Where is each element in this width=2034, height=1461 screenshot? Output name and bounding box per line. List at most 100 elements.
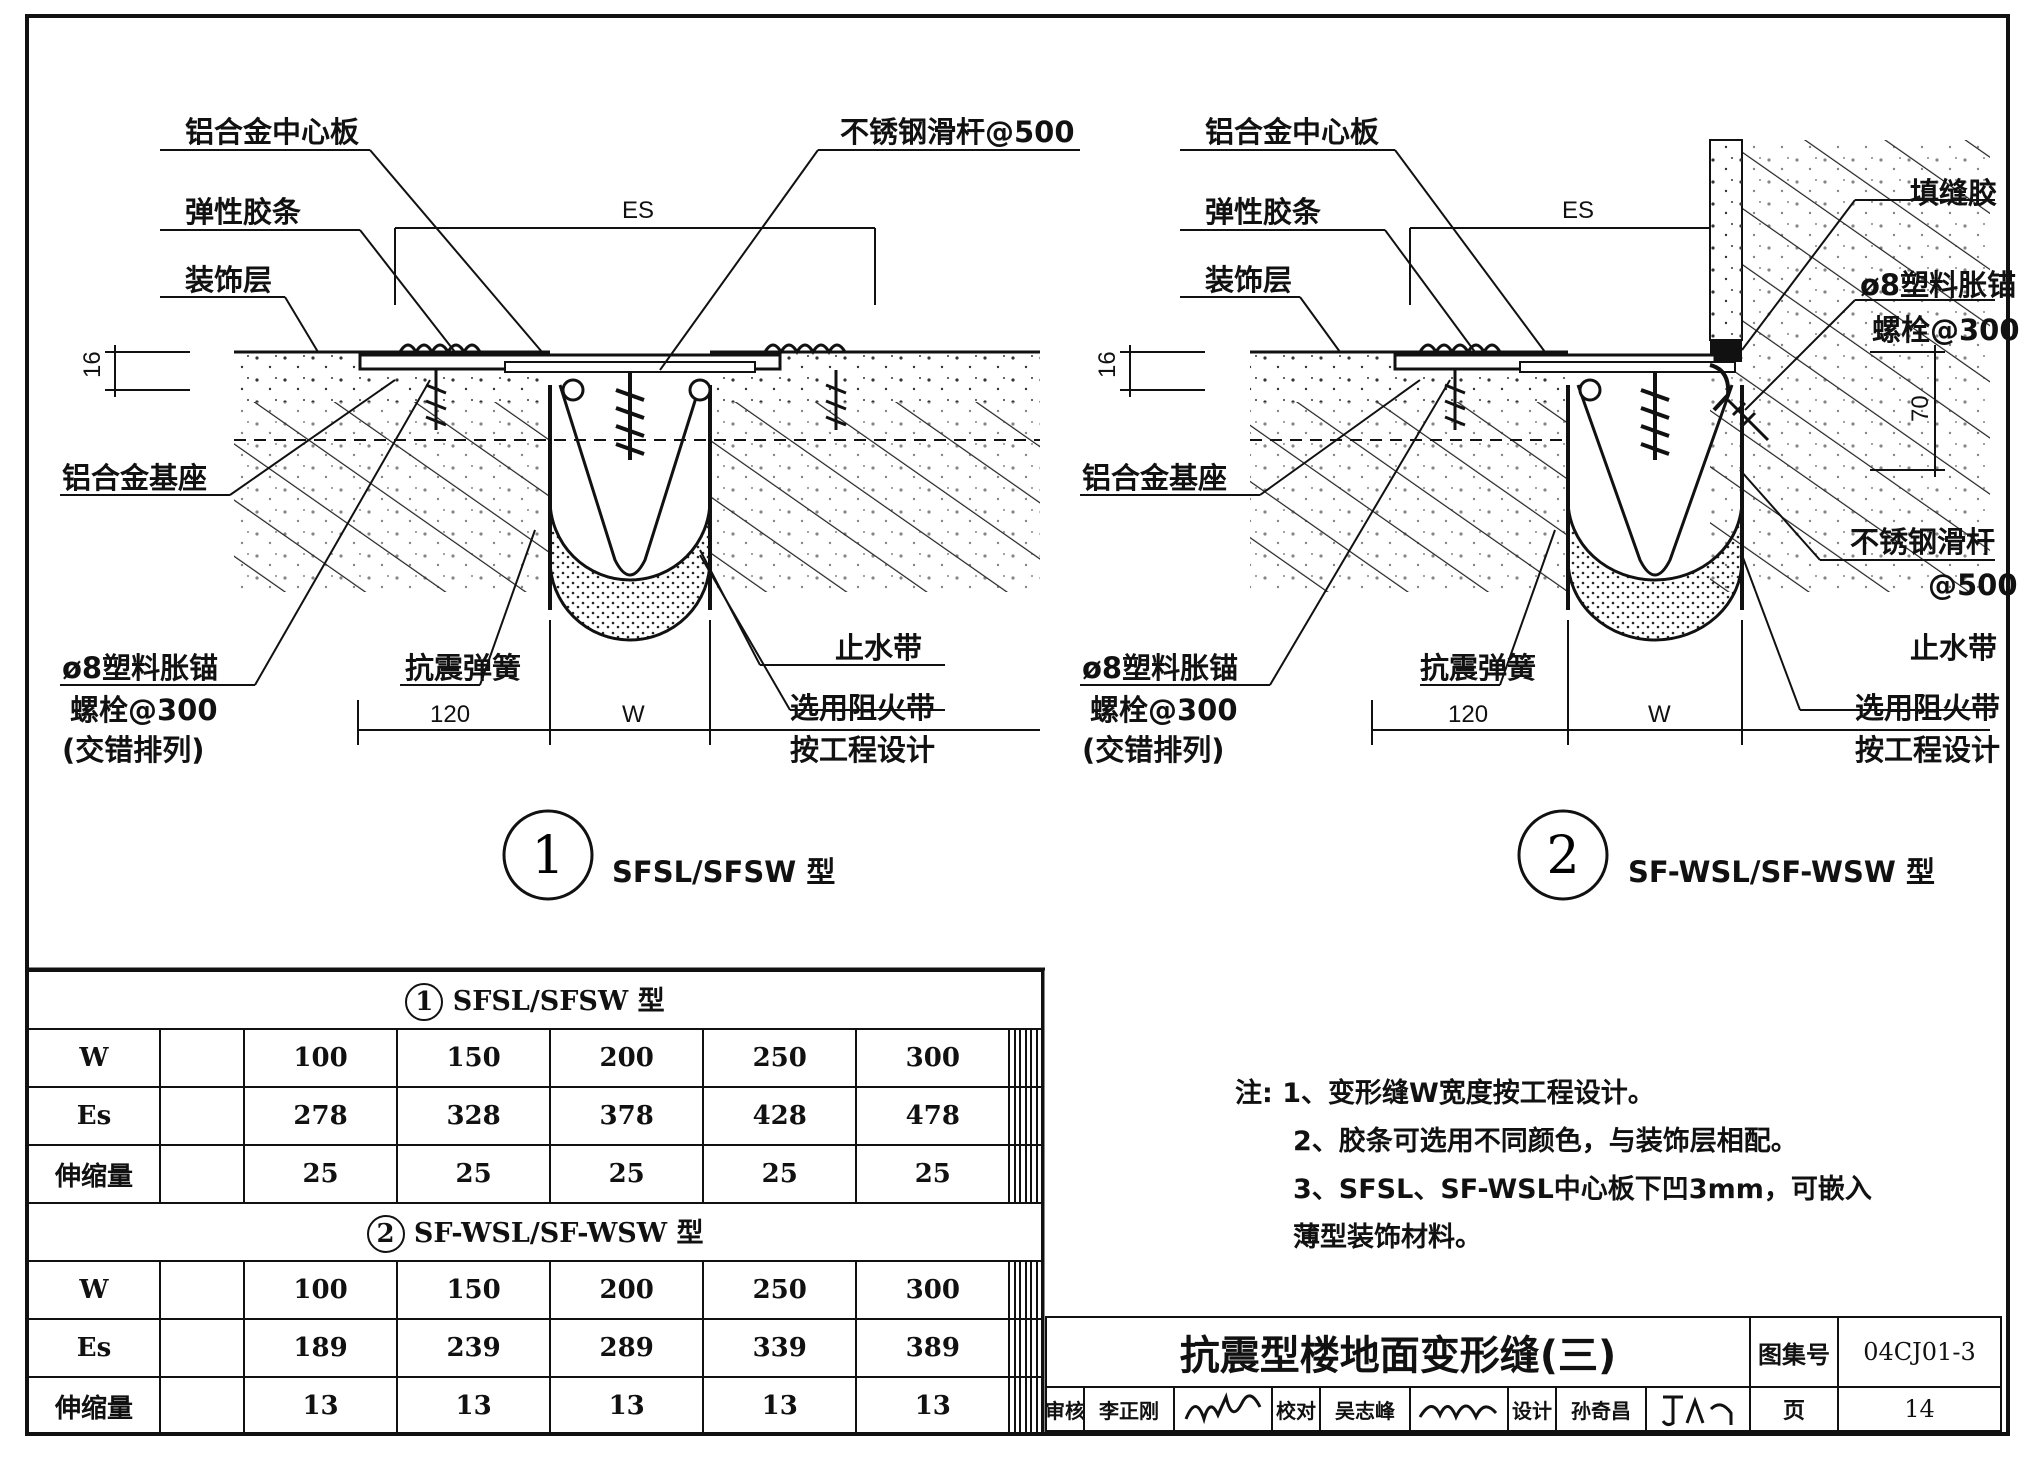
table-row: 伸缩量 25 25 25 25 25 bbox=[27, 1144, 1043, 1204]
cell: 25 bbox=[855, 1144, 1011, 1204]
label-anchor-2-3: (交错排列) bbox=[1082, 733, 1225, 767]
label-anchor-2-1: ø8塑料胀锚 bbox=[1082, 651, 1238, 685]
row-name: 伸缩量 bbox=[27, 1376, 161, 1436]
label-firestop-1: 选用阻火带 bbox=[790, 691, 935, 725]
label-rod-1: 不锈钢滑杆 bbox=[1850, 525, 1995, 559]
signature-scribble bbox=[1184, 1392, 1262, 1425]
cell: 150 bbox=[396, 1028, 552, 1088]
label-sealant: 填缝胶 bbox=[1910, 176, 1997, 210]
table-section-1-header: 1 SFSL/SFSW 型 bbox=[27, 970, 1043, 1030]
cell: 13 bbox=[242, 1376, 399, 1436]
cell: 339 bbox=[702, 1318, 858, 1378]
cell: 250 bbox=[702, 1260, 858, 1320]
row-name: W bbox=[27, 1260, 161, 1320]
label-center-plate: 铝合金中心板 bbox=[185, 115, 360, 149]
cell: 239 bbox=[396, 1318, 552, 1378]
table-section-2-number: 2 bbox=[366, 1215, 405, 1254]
cell: 25 bbox=[549, 1144, 705, 1204]
review-label: 审核 bbox=[1045, 1386, 1085, 1432]
cell: 328 bbox=[396, 1086, 552, 1146]
label-anchor-1: ø8塑料胀锚 bbox=[62, 651, 218, 685]
table-section-1-title: SFSL/SFSW 型 bbox=[452, 985, 665, 1017]
checker-name: 吴志峰 bbox=[1319, 1386, 1411, 1432]
note-1: 注: 1、变形缝W宽度按工程设计。 bbox=[1235, 1078, 1655, 1109]
note-2: 2、胶条可选用不同颜色，与装饰层相配。 bbox=[1293, 1126, 1798, 1157]
table-row: Es 189 239 289 339 389 bbox=[27, 1318, 1043, 1378]
table-section-1-number: 1 bbox=[405, 983, 444, 1022]
label-firestop-2: 按工程设计 bbox=[790, 733, 935, 767]
label-finish-layer: 装饰层 bbox=[185, 263, 272, 297]
label-rod-2: @500 bbox=[1928, 568, 2018, 602]
dim-gap: W bbox=[622, 701, 645, 728]
diagram-2: 铝合金中心板 填缝胶 弹性胶条 装饰层 ø8塑料胀锚 螺栓@300 铝合金基座 … bbox=[1080, 115, 2020, 901]
label-waterstop: 止水带 bbox=[835, 631, 922, 665]
signature-scribble bbox=[1418, 1404, 1498, 1421]
dim-gap-2: W bbox=[1648, 701, 1671, 728]
dim-thickness: 16 bbox=[79, 351, 106, 378]
diagram-1: 铝合金中心板 不锈钢滑杆@500 弹性胶条 装饰层 铝合金基座 ø8塑料胀锚 螺… bbox=[60, 115, 1080, 901]
label-center-plate-2: 铝合金中心板 bbox=[1205, 115, 1380, 149]
designer-name: 孙奇昌 bbox=[1555, 1386, 1647, 1432]
cell: 250 bbox=[702, 1028, 858, 1088]
note-4: 薄型装饰材料。 bbox=[1293, 1222, 1482, 1253]
diagram-2-number-circle bbox=[1517, 809, 1609, 901]
row-name: 伸缩量 bbox=[27, 1144, 161, 1204]
dim-base-width: 120 bbox=[430, 701, 470, 728]
label-firestop-2-1: 选用阻火带 bbox=[1855, 691, 2000, 725]
row-name: Es bbox=[27, 1318, 161, 1378]
row-name: Es bbox=[27, 1086, 161, 1146]
label-elastic-strip-2: 弹性胶条 bbox=[1205, 195, 1321, 229]
cell: 13 bbox=[702, 1376, 858, 1436]
note-3: 3、SFSL、SF-WSL中心板下凹3mm，可嵌入 bbox=[1293, 1174, 1872, 1205]
label-waterstop-2: 止水带 bbox=[1910, 631, 1997, 665]
signature-scribble bbox=[1661, 1395, 1733, 1427]
cell: 100 bbox=[242, 1028, 399, 1088]
title-block: 抗震型楼地面变形缝(三) 图集号 04CJ01-3 审核 李正刚 校对 吴志峰 … bbox=[1045, 1316, 2006, 1432]
diagram-2-type: SF-WSL/SF-WSW 型 bbox=[1628, 855, 1935, 889]
dim-es-2: ES bbox=[1562, 197, 1594, 224]
design-label: 设计 bbox=[1507, 1386, 1557, 1432]
drawing-title: 抗震型楼地面变形缝(三) bbox=[1045, 1316, 1751, 1388]
label-finish-layer-2: 装饰层 bbox=[1205, 263, 1292, 297]
cell: 389 bbox=[855, 1318, 1011, 1378]
cell: 25 bbox=[242, 1144, 399, 1204]
label-anchor-r-1: ø8塑料胀锚 bbox=[1860, 268, 2016, 302]
dim-base-width-2: 120 bbox=[1448, 701, 1488, 728]
label-firestop-2-2: 按工程设计 bbox=[1855, 733, 2000, 767]
label-anchor-2: 螺栓@300 bbox=[70, 693, 218, 727]
label-seismic-spring-2: 抗震弹簧 bbox=[1420, 651, 1536, 685]
diagram-1-type: SFSL/SFSW 型 bbox=[612, 855, 835, 889]
label-anchor-r-2: 螺栓@300 bbox=[1872, 313, 2020, 347]
cell: 13 bbox=[855, 1376, 1011, 1436]
label-elastic-strip: 弹性胶条 bbox=[185, 195, 301, 229]
label-anchor-3: (交错排列) bbox=[62, 733, 205, 767]
cell: 100 bbox=[242, 1260, 399, 1320]
designer-signature bbox=[1645, 1386, 1751, 1432]
cell: 378 bbox=[549, 1086, 705, 1146]
row-name: W bbox=[27, 1028, 161, 1088]
cell: 25 bbox=[702, 1144, 858, 1204]
cell: 300 bbox=[855, 1260, 1011, 1320]
cell: 428 bbox=[702, 1086, 858, 1146]
checker-signature bbox=[1409, 1386, 1509, 1432]
label-anchor-2-2: 螺栓@300 bbox=[1090, 693, 1238, 727]
diagram-2-number: 2 bbox=[1546, 826, 1579, 886]
reviewer-name: 李正刚 bbox=[1083, 1386, 1175, 1432]
dim-es: ES bbox=[622, 197, 654, 224]
check-label: 校对 bbox=[1271, 1386, 1321, 1432]
notes: 注: 1、变形缝W宽度按工程设计。 2、胶条可选用不同颜色，与装饰层相配。 3、… bbox=[1235, 1070, 1872, 1262]
table-section-2-header: 2 SF-WSL/SF-WSW 型 bbox=[27, 1202, 1043, 1262]
label-stainless-rod: 不锈钢滑杆@500 bbox=[840, 115, 1075, 149]
cell: 278 bbox=[242, 1086, 399, 1146]
reviewer-signature bbox=[1173, 1386, 1273, 1432]
dim-height-2: 70 bbox=[1907, 395, 1934, 422]
spec-table: 1 SFSL/SFSW 型 W 100 150 200 250 300 Es 2… bbox=[27, 970, 1043, 1436]
cell: 189 bbox=[242, 1318, 399, 1378]
dim-thickness-2: 16 bbox=[1094, 351, 1121, 378]
diagram-1-number: 1 bbox=[531, 826, 564, 886]
table-row: W 100 150 200 250 300 bbox=[27, 1260, 1043, 1320]
cell: 200 bbox=[549, 1028, 705, 1088]
atlas-number: 04CJ01-3 bbox=[1837, 1316, 2002, 1388]
table-row: W 100 150 200 250 300 bbox=[27, 1028, 1043, 1088]
